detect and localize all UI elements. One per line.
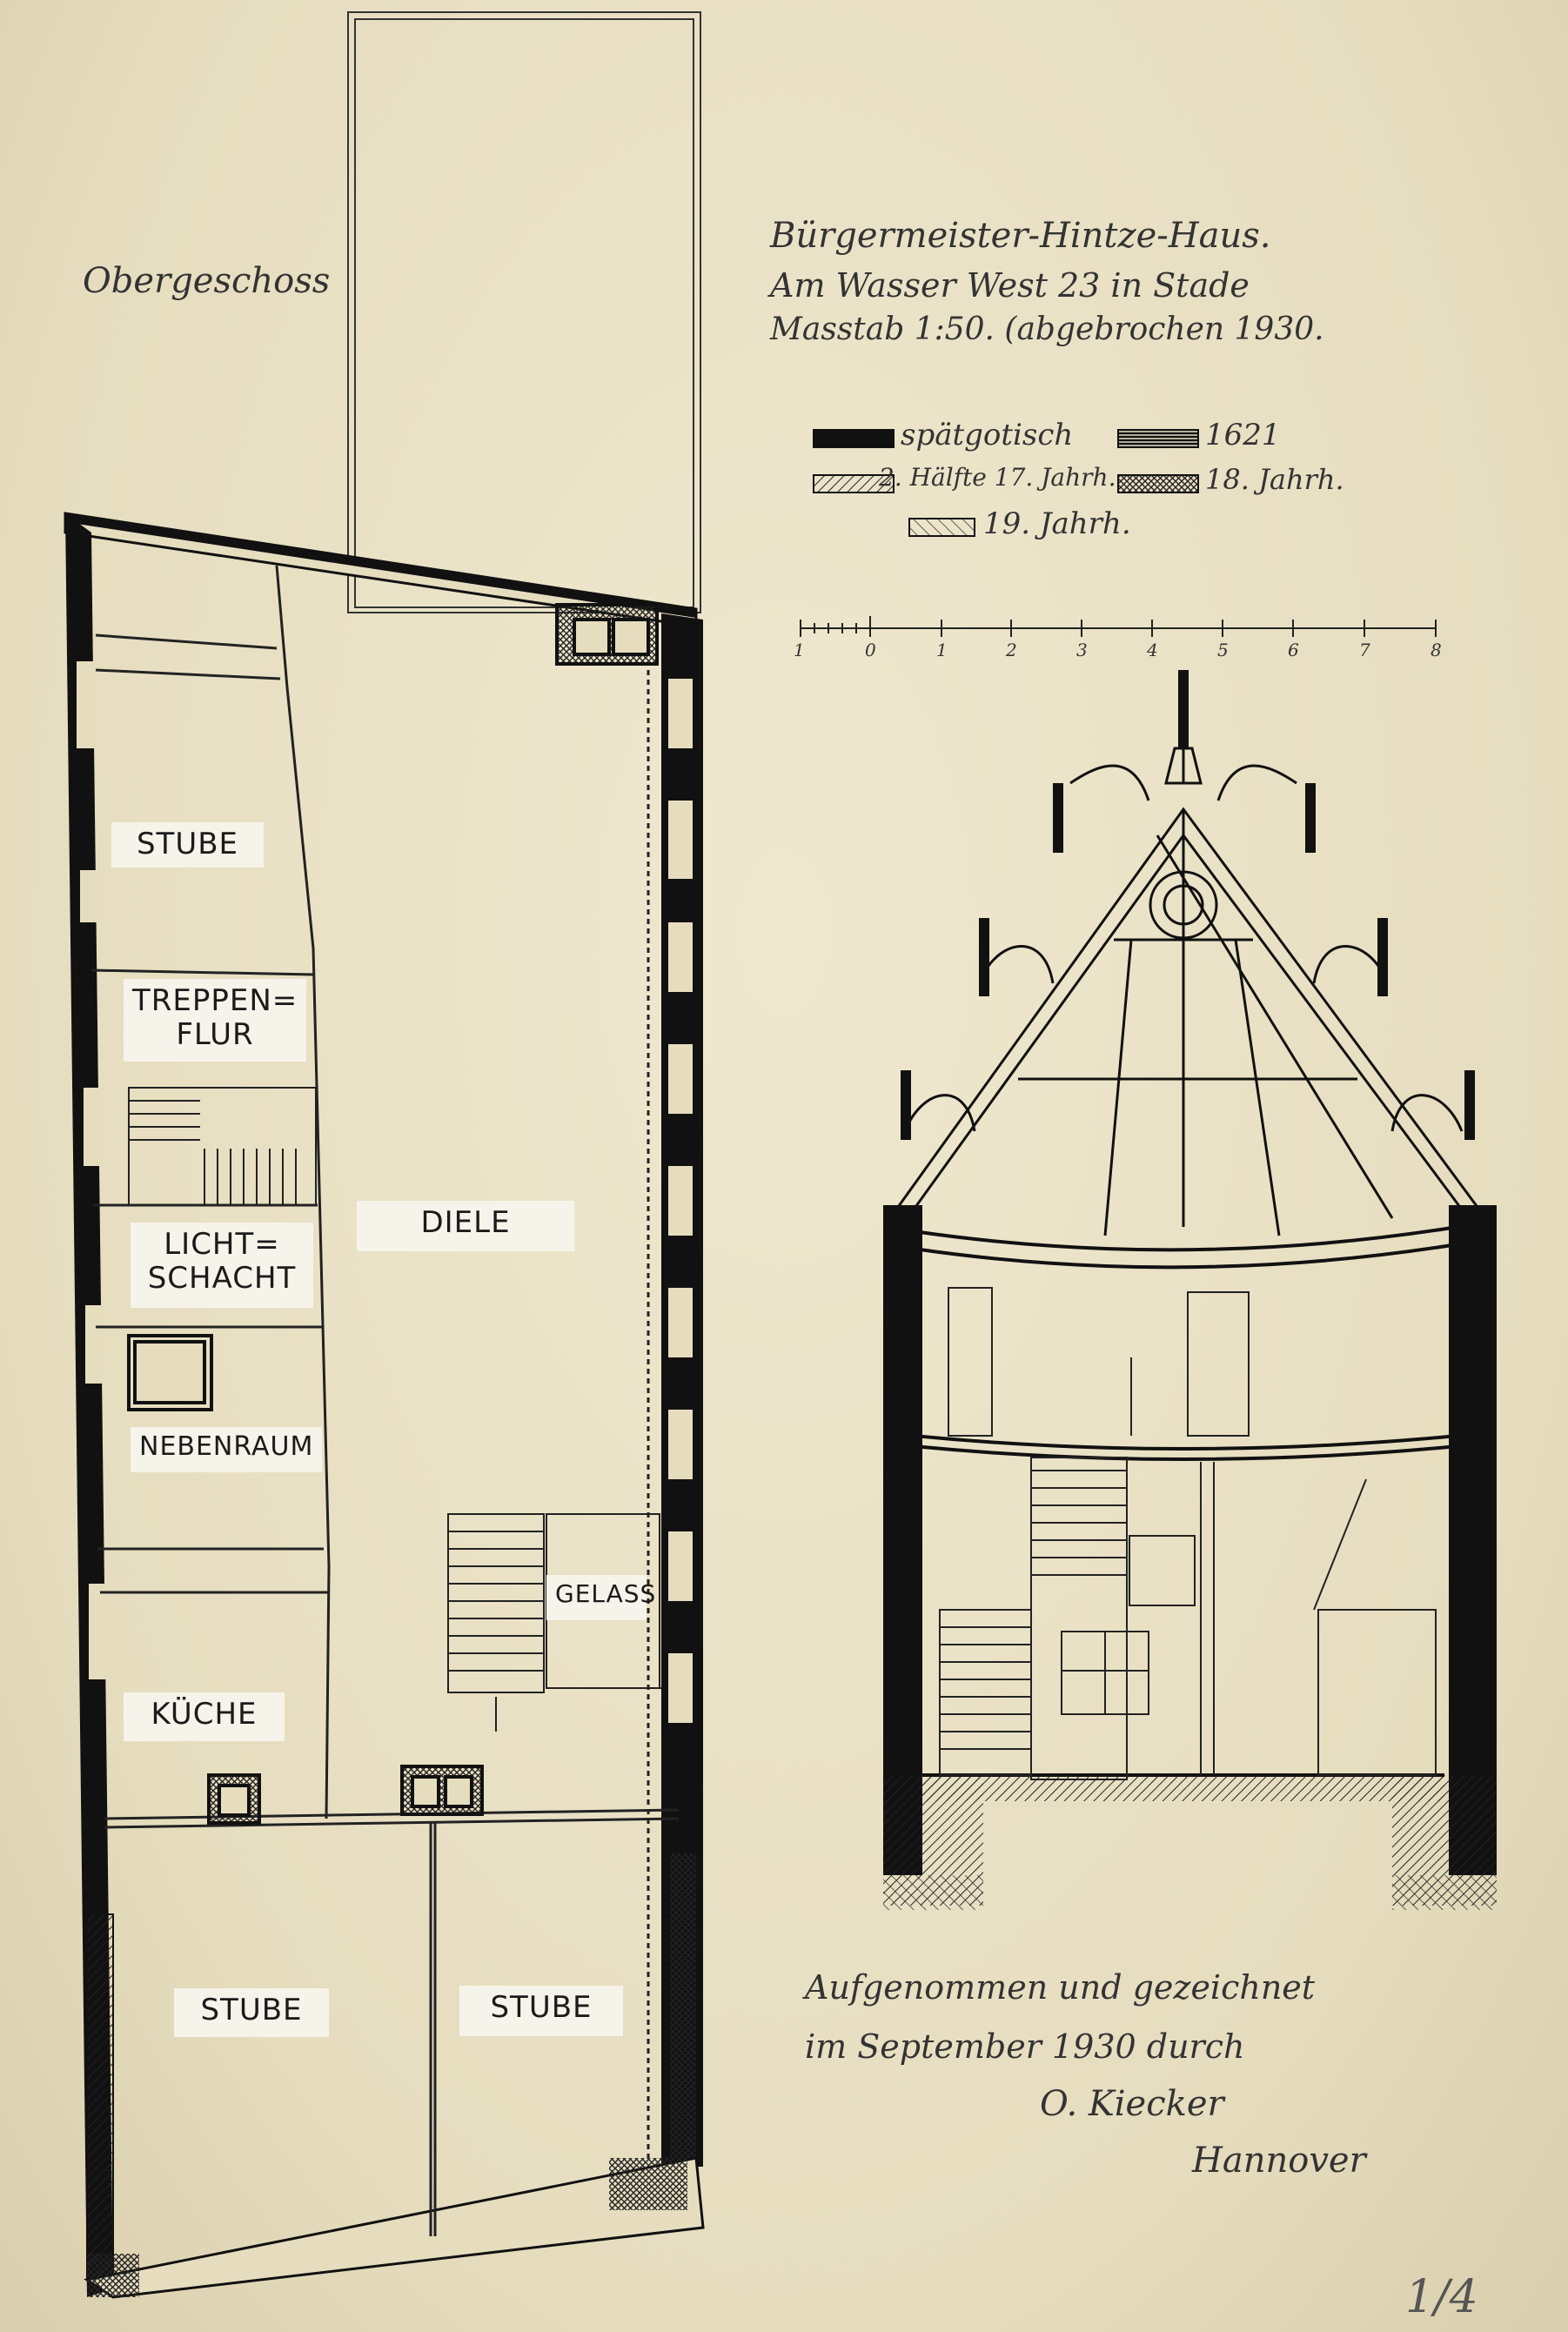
room-label-gelass: GELASS [546, 1575, 655, 1620]
scale-tick-label: 0 [865, 640, 876, 660]
legend-swatch-diag [908, 518, 975, 537]
floor-plan [64, 512, 705, 2299]
title-line-3: Masstab 1:50. (abgebrochen 1930. [770, 312, 1324, 347]
signature-line-3: O. Kiecker [1040, 2084, 1224, 2124]
signature-line-2: im September 1930 durch [805, 2027, 1245, 2066]
legend-swatch-hatch [813, 474, 895, 493]
legend-label-2: 1621 [1205, 418, 1281, 452]
legend-label-5: 19. Jahrh. [983, 506, 1131, 541]
room-label-stube-right: STUBE [459, 1986, 623, 2036]
room-label-treppenflur: TREPPEN= FLUR [124, 979, 306, 1062]
legend-swatch-dense [1117, 429, 1199, 448]
scale-bar [800, 616, 1437, 637]
room-label-stube-top: STUBE [111, 822, 264, 868]
legend-swatches [813, 429, 1199, 537]
room-label-stube-left: STUBE [174, 1988, 329, 2037]
scale-tick-label: 3 [1076, 640, 1088, 660]
legend-swatch-cross [1117, 474, 1199, 493]
title-line-1: Bürgermeister-Hintze-Haus. [770, 216, 1271, 256]
cross-section [883, 670, 1497, 1906]
scale-tick-label: 8 [1431, 640, 1442, 660]
legend-label-4: 18. Jahrh. [1205, 463, 1344, 496]
scale-tick-label: 2 [1006, 640, 1017, 660]
room-label-nebenraum: NEBENRAUM [131, 1427, 322, 1472]
legend-label-1: spätgotisch [901, 418, 1074, 452]
legend-swatch-solid [813, 429, 895, 448]
courtyard-outline [347, 11, 701, 613]
signature-line-4: Hannover [1192, 2141, 1366, 2181]
legend-label-3: 2. Hälfte 17. Jahrh. [879, 463, 1116, 492]
signature-line-1: Aufgenommen und gezeichnet [805, 1968, 1316, 2007]
room-label-diele: DIELE [357, 1201, 574, 1251]
scale-tick-label: 5 [1217, 640, 1229, 660]
room-label-kueche: KÜCHE [124, 1692, 285, 1741]
room-label-lichtschacht: LICHT= SCHACHT [131, 1223, 313, 1308]
scale-tick-label: 4 [1147, 640, 1158, 660]
scale-tick-label: 1 [936, 640, 948, 660]
scale-tick-label: 6 [1288, 640, 1299, 660]
scale-tick-label: 7 [1359, 640, 1370, 660]
title-line-2: Am Wasser West 23 in Stade [770, 266, 1250, 305]
sheet-number: 1/4 [1405, 2271, 1478, 2323]
floor-label: Obergeschoss [83, 261, 331, 301]
scale-tick-label: 1 [794, 640, 805, 660]
